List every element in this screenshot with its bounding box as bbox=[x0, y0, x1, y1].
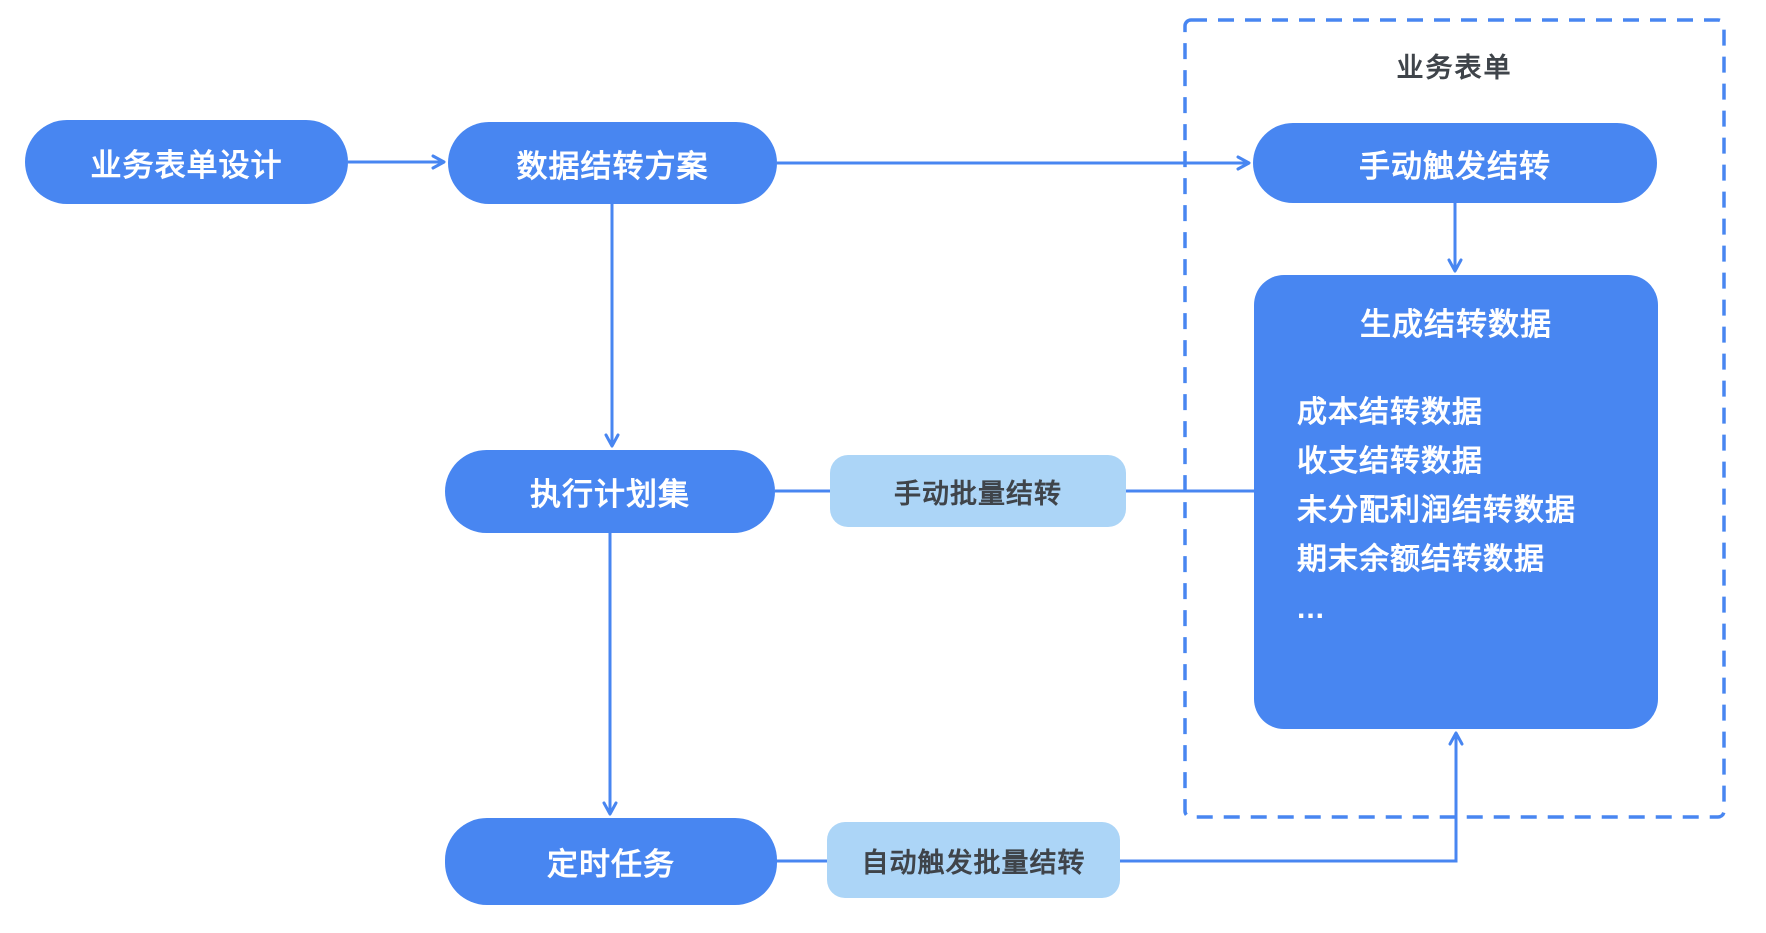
node-business-form-design: 业务表单设计 bbox=[25, 120, 348, 204]
edge-autotrigger-to-generate bbox=[1120, 731, 1464, 863]
node-auto-trigger-batch-carryover: 自动触发批量结转 bbox=[827, 822, 1120, 898]
generate-box-title: 生成结转数据 bbox=[1360, 307, 1552, 342]
business-form-group-label: 业务表单 bbox=[1396, 53, 1513, 83]
node-timed-task: 定时任务 bbox=[445, 818, 777, 905]
node-data-carryover-plan: 数据结转方案 bbox=[448, 122, 777, 204]
list-item-cost: 成本结转数据 bbox=[1297, 396, 1483, 429]
list-item-income-expense: 收支结转数据 bbox=[1297, 445, 1483, 478]
node-manual-trigger-carryover: 手动触发结转 bbox=[1253, 123, 1657, 203]
list-item-undistributed-profit: 未分配利润结转数据 bbox=[1297, 494, 1576, 527]
list-item-ending-balance: 期末余额结转数据 bbox=[1297, 543, 1545, 576]
list-item-ellipsis: ... bbox=[1297, 592, 1326, 625]
node-generate-carryover-data: 生成结转数据 成本结转数据 收支结转数据 未分配利润结转数据 期末余额结转数据 … bbox=[1254, 275, 1658, 729]
generate-box-list: 成本结转数据 收支结转数据 未分配利润结转数据 期末余额结转数据 ... bbox=[1254, 388, 1658, 633]
node-manual-batch-carryover: 手动批量结转 bbox=[830, 455, 1126, 527]
node-execution-plan-set: 执行计划集 bbox=[445, 450, 775, 533]
